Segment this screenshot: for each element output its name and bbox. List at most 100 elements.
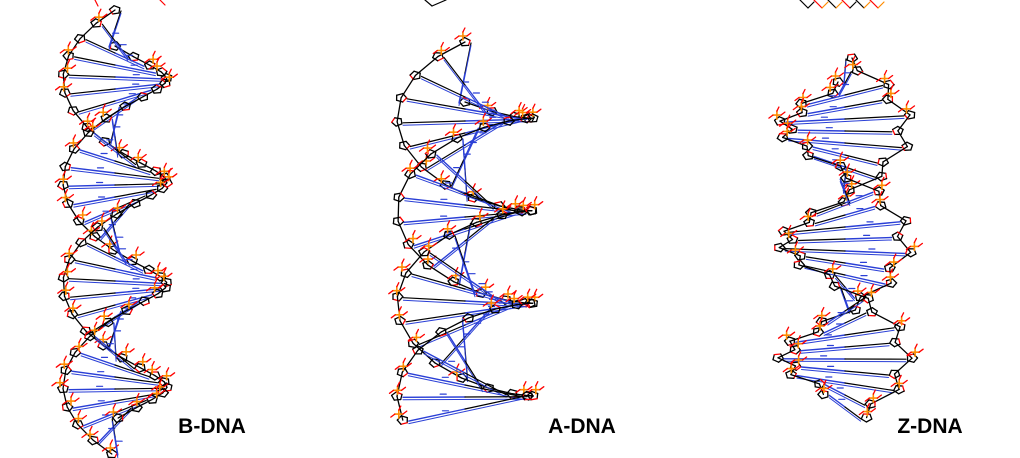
base-bond [114,244,127,263]
sugar-bond [853,53,859,60]
sugar-bond [498,306,501,314]
sugar-bond [901,385,905,392]
sugar-bond [862,293,867,300]
phosphate-oxygen [144,58,150,63]
sugar-bond [163,389,172,392]
phosphate-oxygen [768,114,774,119]
sugar-bond [155,397,158,404]
phosphate-oxygen [827,384,833,390]
base-bond [844,327,895,336]
phosphate-oxygen [823,322,829,327]
phosphate-oxygen [494,299,500,304]
sugar-bond [773,119,779,126]
sugar-bond [90,18,97,23]
phosphate-oxygen [900,312,905,318]
base-bond [807,102,883,117]
phosphate-oxygen [782,367,788,373]
base-bond [114,399,147,414]
phosphate-oxygen [801,340,807,345]
sugar-bond [531,113,539,118]
phosphate-oxygen [902,379,908,385]
phosphate-oxygen [77,409,82,416]
phosphate-oxygen [165,367,170,373]
sugar-bond [878,171,887,175]
base-bond [787,137,846,144]
phosphate-oxygen [68,193,75,199]
phosphate-oxygen [101,447,108,452]
sugar-bond [64,93,71,98]
phosphate-oxygen [794,96,800,102]
base-bond [411,276,519,307]
phosphate-oxygen [78,120,85,125]
phosphate-oxygen [780,232,786,238]
backbone-bond [105,105,126,119]
base-bond [77,296,153,319]
sugar-bond [435,327,440,333]
sugar-bond [884,265,887,272]
phosphate-oxygen [156,57,160,63]
backbone-bond [80,226,99,243]
sugar-bond [530,398,538,401]
phosphate-oxygen [402,311,408,316]
base-bond [86,245,144,274]
sugar-bond [787,336,796,340]
base-bond [114,10,122,30]
base-bond [114,364,150,378]
backbone-bond [808,212,812,224]
sugar-bond [67,111,75,116]
sugar-bond [170,278,172,286]
base-bond [814,208,876,227]
phosphate-oxygen [845,187,850,193]
base-bond [462,141,468,202]
phosphate-oxygen [102,330,106,337]
phosphate-oxygen [777,334,784,339]
sugar-bond [859,66,864,73]
phosphate-oxygen [135,246,139,252]
sugar-bond [884,157,890,164]
sugar-bond [134,367,140,373]
sugar-bond [776,137,783,143]
phosphate-oxygen [163,178,170,184]
sugar-bond [471,315,474,322]
sugar-bond [402,92,408,99]
base-bond [114,64,157,74]
sugar-bond [885,172,888,180]
base-bond [114,188,157,198]
backbone-bond [124,96,144,108]
backbone-bond [140,162,157,172]
sugar-bond [795,349,802,355]
phosphate-oxygen [160,62,166,67]
sugar-bond [462,103,471,107]
phosphate-oxygen [149,269,155,275]
sugar-bond [148,264,155,270]
sugar-bond [101,137,110,140]
phosphate-oxygen [490,294,494,300]
sugar-bond [64,73,70,80]
sugar-bond [138,406,143,413]
backbone-bond [164,176,168,184]
phosphate-oxygen [909,105,916,110]
sugar-bond [118,209,123,216]
base-bond [114,76,162,80]
base-bond [797,238,846,242]
sugar-bond [428,358,434,365]
phosphate-oxygen [479,207,483,214]
sugar-bond [136,92,142,98]
base-bond [834,275,846,288]
sugar-bond [459,40,463,47]
base-bond [844,370,890,376]
sugar-bond [413,170,416,177]
sugar-bond [107,322,114,328]
sugar-bond [396,368,400,375]
sugar-bond [82,127,90,132]
sugar-bond [874,201,879,208]
base-bond [83,412,116,427]
sugar-bond [478,128,486,133]
sugar-bond [407,338,416,342]
base-bond [413,214,517,249]
base-bond [844,406,862,420]
phosphate-oxygen [789,331,796,336]
base-bond [844,221,901,228]
sugar-bond [813,327,821,330]
sugar-bond [128,103,131,111]
